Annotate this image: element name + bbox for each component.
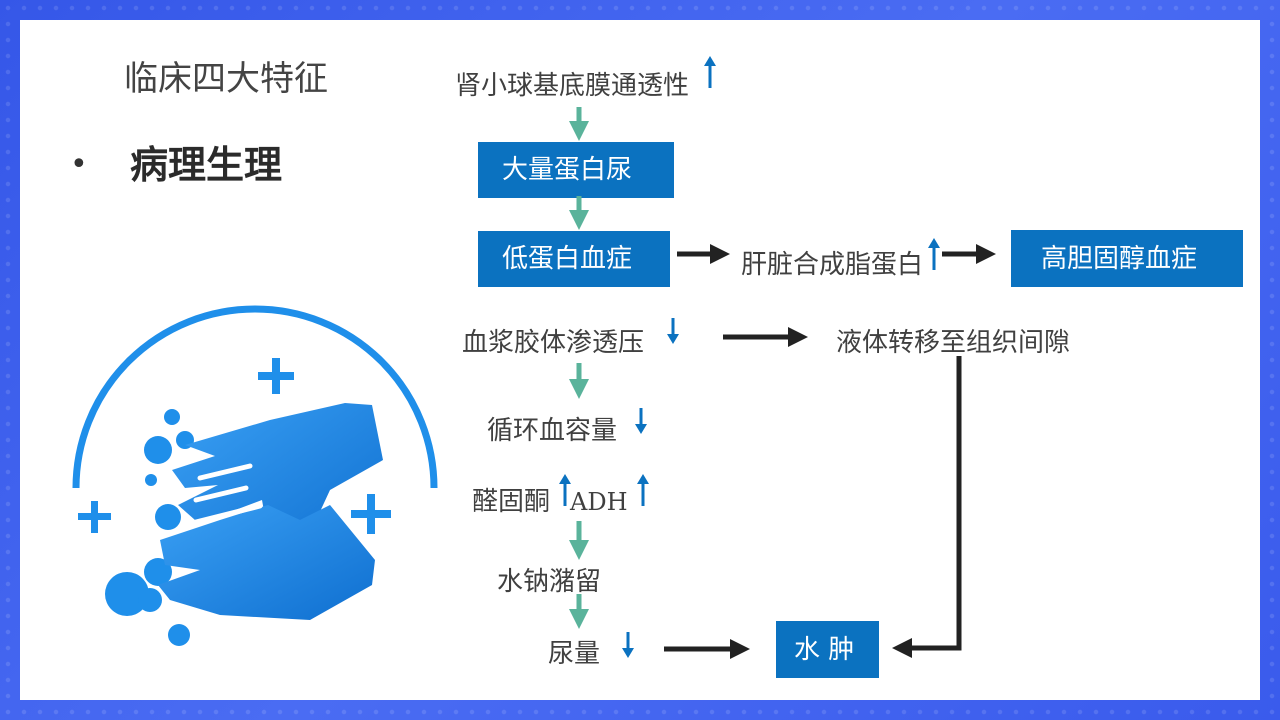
node-liver-lipoprotein: 肝脏合成脂蛋白	[741, 250, 924, 280]
slide-canvas	[20, 20, 1260, 700]
node-adh: ADH	[570, 488, 628, 516]
node-hypercholesterolemia: 高胆固醇血症	[1011, 230, 1243, 287]
node-hypoproteinemia: 低蛋白血症	[478, 231, 670, 287]
node-plasma-oncotic-pressure: 血浆胶体渗透压	[462, 328, 645, 358]
slide-title: 临床四大特征	[124, 59, 328, 99]
node-gbm-permeability: 肾小球基底膜通透性	[455, 71, 690, 101]
node-aldosterone: 醛固酮	[472, 487, 551, 517]
node-urine-output: 尿量	[548, 639, 601, 669]
node-water-sodium-retention: 水钠潴留	[497, 567, 602, 597]
node-circulating-volume: 循环血容量	[487, 416, 618, 446]
node-fluid-shift: 液体转移至组织间隙	[836, 328, 1071, 358]
node-proteinuria: 大量蛋白尿	[478, 142, 674, 198]
node-hypercholesterolemia-label: 高胆固醇血症	[1041, 243, 1198, 274]
node-proteinuria-label: 大量蛋白尿	[502, 155, 633, 185]
section-heading: 病理生理	[130, 142, 283, 187]
node-hypoproteinemia-label: 低蛋白血症	[502, 244, 633, 274]
bullet-marker: •	[70, 147, 88, 182]
node-edema-label: 水 肿	[794, 634, 855, 665]
node-edema: 水 肿	[776, 621, 879, 678]
